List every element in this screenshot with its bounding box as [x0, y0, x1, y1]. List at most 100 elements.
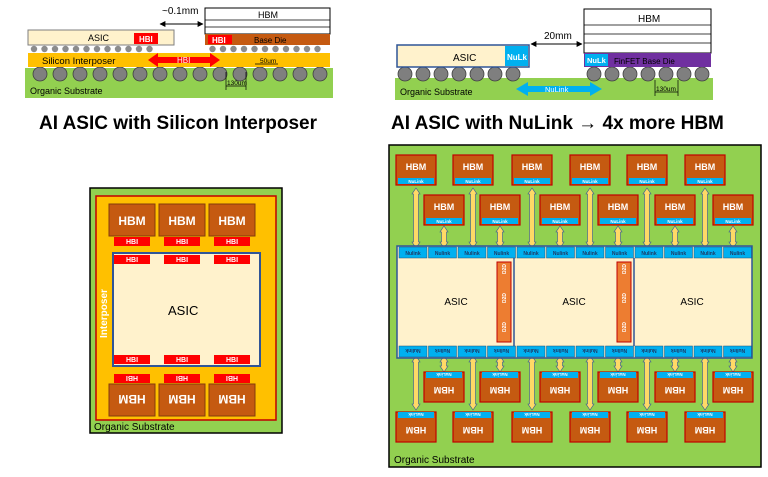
- nulink-tile-label: NuLink: [725, 372, 741, 377]
- hbm-label: HBM: [434, 202, 455, 212]
- left-hbm-label: HBM: [258, 10, 278, 20]
- nulink-tile-label: NuLink: [667, 372, 683, 377]
- nulink-tile: [572, 178, 608, 184]
- right-plan-substrate-label: Organic Substrate: [394, 455, 475, 466]
- solder-ball: [192, 66, 208, 82]
- nulink-bar-label: Nulink: [700, 347, 715, 353]
- nulink-bar-label: Nulink: [612, 251, 627, 257]
- solder-ball: [586, 66, 602, 82]
- nulink-bar-label: Nulink: [671, 347, 686, 353]
- microbump: [261, 45, 269, 53]
- microbump: [51, 45, 59, 53]
- nulink-tile-label: NuLink: [408, 179, 424, 184]
- microbump: [114, 45, 122, 53]
- left-hbi-asic-label: HBI: [139, 35, 153, 44]
- nulink-bar-label: Nulink: [464, 251, 479, 257]
- nulink-tile-label: NuLink: [436, 372, 452, 377]
- solder-ball: [172, 66, 188, 82]
- nulink-tile: [426, 372, 462, 378]
- nulink-tile: [426, 218, 462, 224]
- hbm-label: HBM: [637, 162, 658, 172]
- hbi-tile: [214, 374, 250, 383]
- hbi-label: HBI: [226, 257, 238, 264]
- microbump: [219, 45, 227, 53]
- nulink-tile: [514, 178, 550, 184]
- microbump: [72, 45, 80, 53]
- hbm-label: HBM: [695, 425, 716, 435]
- nulink-bar-bottom: [723, 345, 752, 358]
- left-hbm-stack: [204, 7, 331, 35]
- hbm-label: HBM: [168, 214, 195, 228]
- hbm-label: HBM: [490, 202, 511, 212]
- link-arrow: [527, 187, 537, 249]
- solder-ball: [469, 66, 485, 82]
- hbi-label: HBI: [126, 257, 138, 264]
- left-hbi-bridge-arrow: [148, 53, 220, 67]
- nulink-bar-label: Nulink: [523, 347, 538, 353]
- solder-ball: [312, 66, 328, 82]
- nulink-tile: [455, 178, 491, 184]
- hbi-tile: [114, 237, 150, 246]
- nulink-bar-label: Nulink: [582, 347, 597, 353]
- nulink-bar-bottom: [398, 345, 428, 358]
- hbm-label: HBM: [406, 425, 427, 435]
- right-plan-asic-row: [396, 245, 753, 359]
- microbump: [41, 45, 48, 53]
- hbm-label: HBM: [118, 392, 145, 406]
- solder-ball: [604, 66, 620, 82]
- microbump: [293, 45, 300, 53]
- right-gap-label: 20mm: [544, 31, 572, 42]
- nulink-tile: [542, 372, 578, 378]
- d2d-link: [616, 261, 632, 343]
- nulink-tile-label: NuLink: [639, 179, 655, 184]
- hbm-label: HBM: [406, 162, 427, 172]
- nulink-bar-label: Nulink: [582, 251, 597, 257]
- hbi-label: HBI: [226, 239, 238, 246]
- nulink-bar-top: [575, 246, 605, 259]
- left-gap-label: ~0.1mm: [162, 6, 198, 17]
- nulink-bar-label: Nulink: [641, 347, 656, 353]
- right-hbm-label: HBM: [638, 14, 660, 25]
- hbm-label: HBM: [723, 202, 744, 212]
- nulink-bar-label: Nulink: [464, 347, 479, 353]
- hbm-label: HBM: [580, 425, 601, 435]
- left-hbi-die: [208, 35, 232, 44]
- nulink-bar-label: Nulink: [671, 251, 686, 257]
- hbm-module: [108, 383, 156, 417]
- microbump: [146, 45, 153, 53]
- d2d-label: D2D: [622, 264, 628, 274]
- microbump: [240, 45, 248, 53]
- nulink-bar-label: Nulink: [494, 347, 509, 353]
- nulink-tile-label: NuLink: [408, 412, 424, 417]
- nulink-bar-label: Nulink: [523, 251, 538, 257]
- right-base-die-label: FinFET Base Die: [614, 57, 675, 66]
- left-plan-view: Organic Substrate Interposer HBM HBI HBM HB…: [89, 187, 283, 434]
- hbi-tile: [164, 355, 200, 364]
- hbm-label: HBM: [522, 162, 543, 172]
- nulink-tile-label: NuLink: [436, 219, 452, 224]
- left-plan-interposer-label: Interposer: [99, 289, 110, 338]
- nulink-bar-bottom: [664, 345, 693, 358]
- hbm-module: [208, 383, 256, 417]
- nulink-bar-bottom: [634, 345, 664, 358]
- solder-ball: [212, 66, 228, 82]
- link-arrow: [585, 355, 595, 411]
- right-ball-pitch-label: 130um: [656, 86, 676, 93]
- solder-ball: [252, 66, 268, 82]
- left-asic-label: ASIC: [88, 33, 110, 43]
- right-asic: [396, 44, 530, 68]
- nulink-tile: [398, 412, 434, 418]
- nulink-tile: [657, 218, 693, 224]
- hbm-label: HBM: [168, 392, 195, 406]
- nulink-tile-label: NuLink: [524, 179, 540, 184]
- right-nulink-asic-label: NuLk: [507, 53, 528, 62]
- nulink-tile: [514, 412, 550, 418]
- hbi-label: HBI: [176, 257, 188, 264]
- left-plan-substrate-label: Organic Substrate: [94, 422, 175, 433]
- hbi-label: HBI: [176, 357, 188, 364]
- nulink-tile: [629, 178, 665, 184]
- nulink-bar-label: Nulink: [553, 251, 568, 257]
